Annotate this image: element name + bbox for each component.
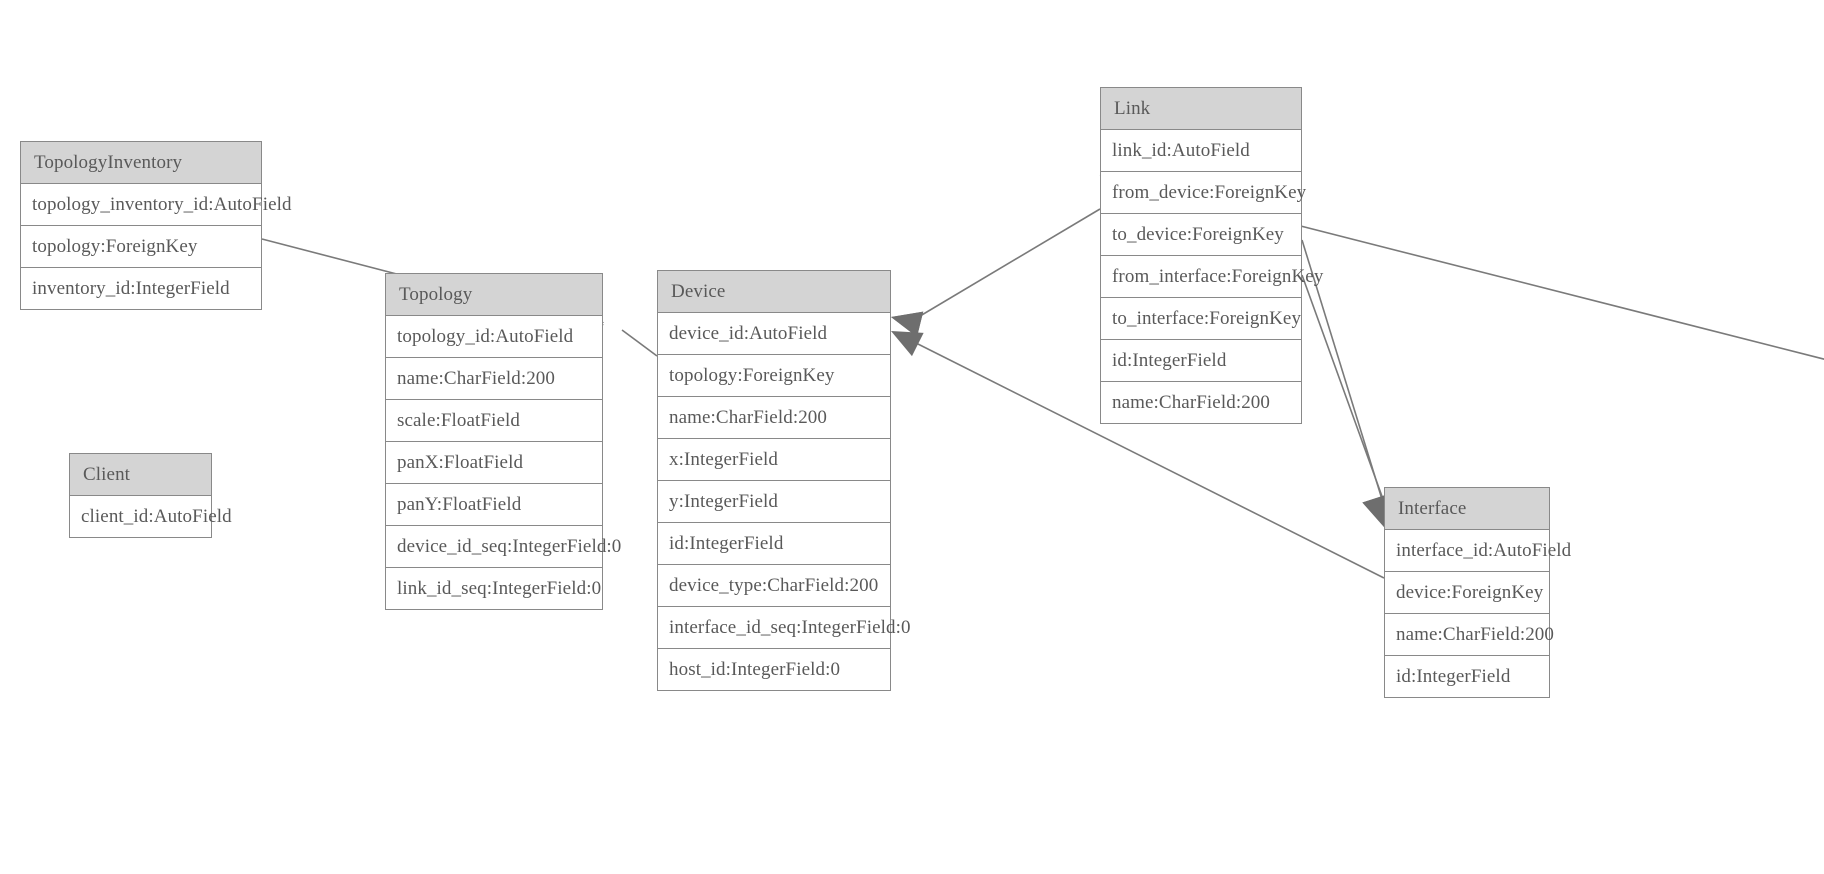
rel-link-from-device bbox=[891, 174, 1824, 360]
entity-title-topology_inventory: TopologyInventory bbox=[21, 142, 261, 184]
entity-field-link-3: from_interface:ForeignKey bbox=[1101, 256, 1323, 298]
entity-field-topology-4: panY:FloatField bbox=[386, 484, 602, 526]
entity-field-interface-0: interface_id:AutoField bbox=[1385, 530, 1571, 572]
entity-field-device-2: name:CharField:200 bbox=[658, 397, 890, 439]
entity-field-topology-6: link_id_seq:IntegerField:0 bbox=[386, 568, 602, 609]
entity-field-device-1: topology:ForeignKey bbox=[658, 355, 890, 397]
entity-field-interface-1: device:ForeignKey bbox=[1385, 572, 1549, 614]
entity-field-topology-1: name:CharField:200 bbox=[386, 358, 602, 400]
entity-field-interface-2: name:CharField:200 bbox=[1385, 614, 1554, 656]
entity-field-topology-2: scale:FloatField bbox=[386, 400, 602, 442]
rel-link-to-device bbox=[891, 208, 1101, 337]
rel-link-to-device-arrowhead bbox=[891, 311, 924, 337]
entity-field-link-4: to_interface:ForeignKey bbox=[1101, 298, 1301, 340]
entity-field-link-1: from_device:ForeignKey bbox=[1101, 172, 1306, 214]
entity-title-link: Link bbox=[1101, 88, 1301, 130]
entity-field-device-7: interface_id_seq:IntegerField:0 bbox=[658, 607, 910, 649]
entity-field-client-0: client_id:AutoField bbox=[70, 496, 232, 537]
entity-field-topology_inventory-1: topology:ForeignKey bbox=[21, 226, 261, 268]
entity-field-device-8: host_id:IntegerField:0 bbox=[658, 649, 890, 690]
entity-field-link-0: link_id:AutoField bbox=[1101, 130, 1301, 172]
entity-field-device-0: device_id:AutoField bbox=[658, 313, 890, 355]
rel-link-to-interface bbox=[1301, 274, 1393, 527]
entity-field-topology_inventory-0: topology_inventory_id:AutoField bbox=[21, 184, 291, 226]
entity-title-device: Device bbox=[658, 271, 890, 313]
entity-field-link-2: to_device:ForeignKey bbox=[1101, 214, 1301, 256]
entity-field-device-5: id:IntegerField bbox=[658, 523, 890, 565]
entity-field-link-6: name:CharField:200 bbox=[1101, 382, 1301, 423]
entity-title-interface: Interface bbox=[1385, 488, 1549, 530]
entity-field-device-4: y:IntegerField bbox=[658, 481, 890, 523]
entity-field-device-3: x:IntegerField bbox=[658, 439, 890, 481]
entity-field-interface-3: id:IntegerField bbox=[1385, 656, 1549, 697]
entity-field-topology_inventory-2: inventory_id:IntegerField bbox=[21, 268, 261, 309]
entity-field-topology-0: topology_id:AutoField bbox=[386, 316, 602, 358]
entity-field-topology-5: device_id_seq:IntegerField:0 bbox=[386, 526, 621, 568]
entity-field-topology-3: panX:FloatField bbox=[386, 442, 602, 484]
entity-field-link-5: id:IntegerField bbox=[1101, 340, 1301, 382]
entity-title-client: Client bbox=[70, 454, 211, 496]
entity-field-device-6: device_type:CharField:200 bbox=[658, 565, 890, 607]
entity-title-topology: Topology bbox=[386, 274, 602, 316]
rel-link-from-device-arrowhead bbox=[891, 311, 924, 337]
